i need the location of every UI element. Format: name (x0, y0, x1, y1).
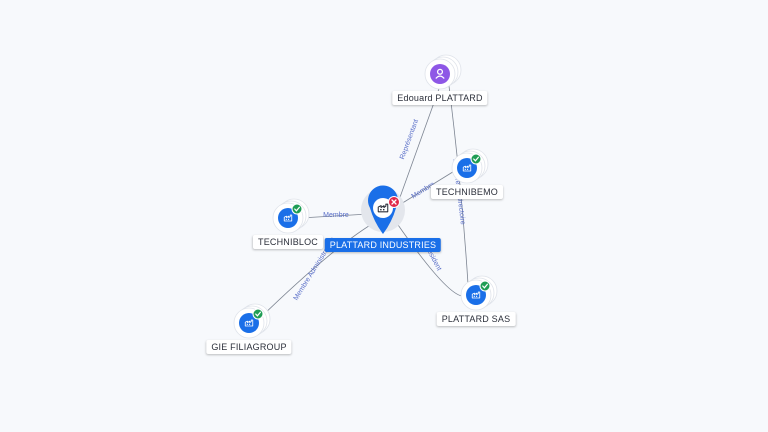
node-label[interactable]: PLATTARD SAS (436, 312, 516, 326)
closed-badge-icon (388, 196, 400, 208)
edge-line (257, 223, 373, 321)
node-label[interactable]: TECHNIBEMO (430, 185, 504, 199)
node-core (278, 208, 298, 228)
factory-icon (283, 214, 293, 222)
edge-e5[interactable]: Président (395, 221, 466, 297)
factory-icon (377, 203, 389, 213)
verified-badge-icon (291, 203, 303, 215)
node-main[interactable] (361, 185, 405, 234)
node-label[interactable]: TECHNIBLOC (252, 235, 324, 249)
factory-icon (462, 164, 472, 172)
edge-line (299, 213, 370, 219)
node-gie[interactable] (233, 303, 271, 339)
node-core (239, 313, 259, 333)
node-plattard-sas[interactable] (460, 275, 498, 311)
edge-label: Membre (323, 212, 349, 219)
person-icon (435, 68, 445, 79)
node-label[interactable]: Edouard PLATTARD (392, 91, 488, 105)
verified-badge-icon (479, 280, 491, 292)
edge-label: Représentant (399, 118, 420, 160)
verified-badge-icon (470, 153, 482, 165)
node-core (457, 158, 477, 178)
node-core (466, 285, 486, 305)
node-technibemo[interactable] (451, 148, 489, 184)
node-label[interactable]: PLATTARD INDUSTRIES (324, 238, 442, 252)
nodes-layer (233, 54, 498, 339)
node-edouard[interactable] (424, 54, 462, 90)
edge-line (398, 85, 441, 201)
factory-icon (471, 291, 481, 299)
edge-line (395, 169, 457, 208)
node-label[interactable]: GIE FILIAGROUP (206, 340, 292, 354)
verified-badge-icon (252, 308, 264, 320)
edge-e2[interactable]: Membre (299, 212, 370, 219)
factory-icon (244, 319, 254, 327)
node-technibloc[interactable] (272, 198, 310, 234)
